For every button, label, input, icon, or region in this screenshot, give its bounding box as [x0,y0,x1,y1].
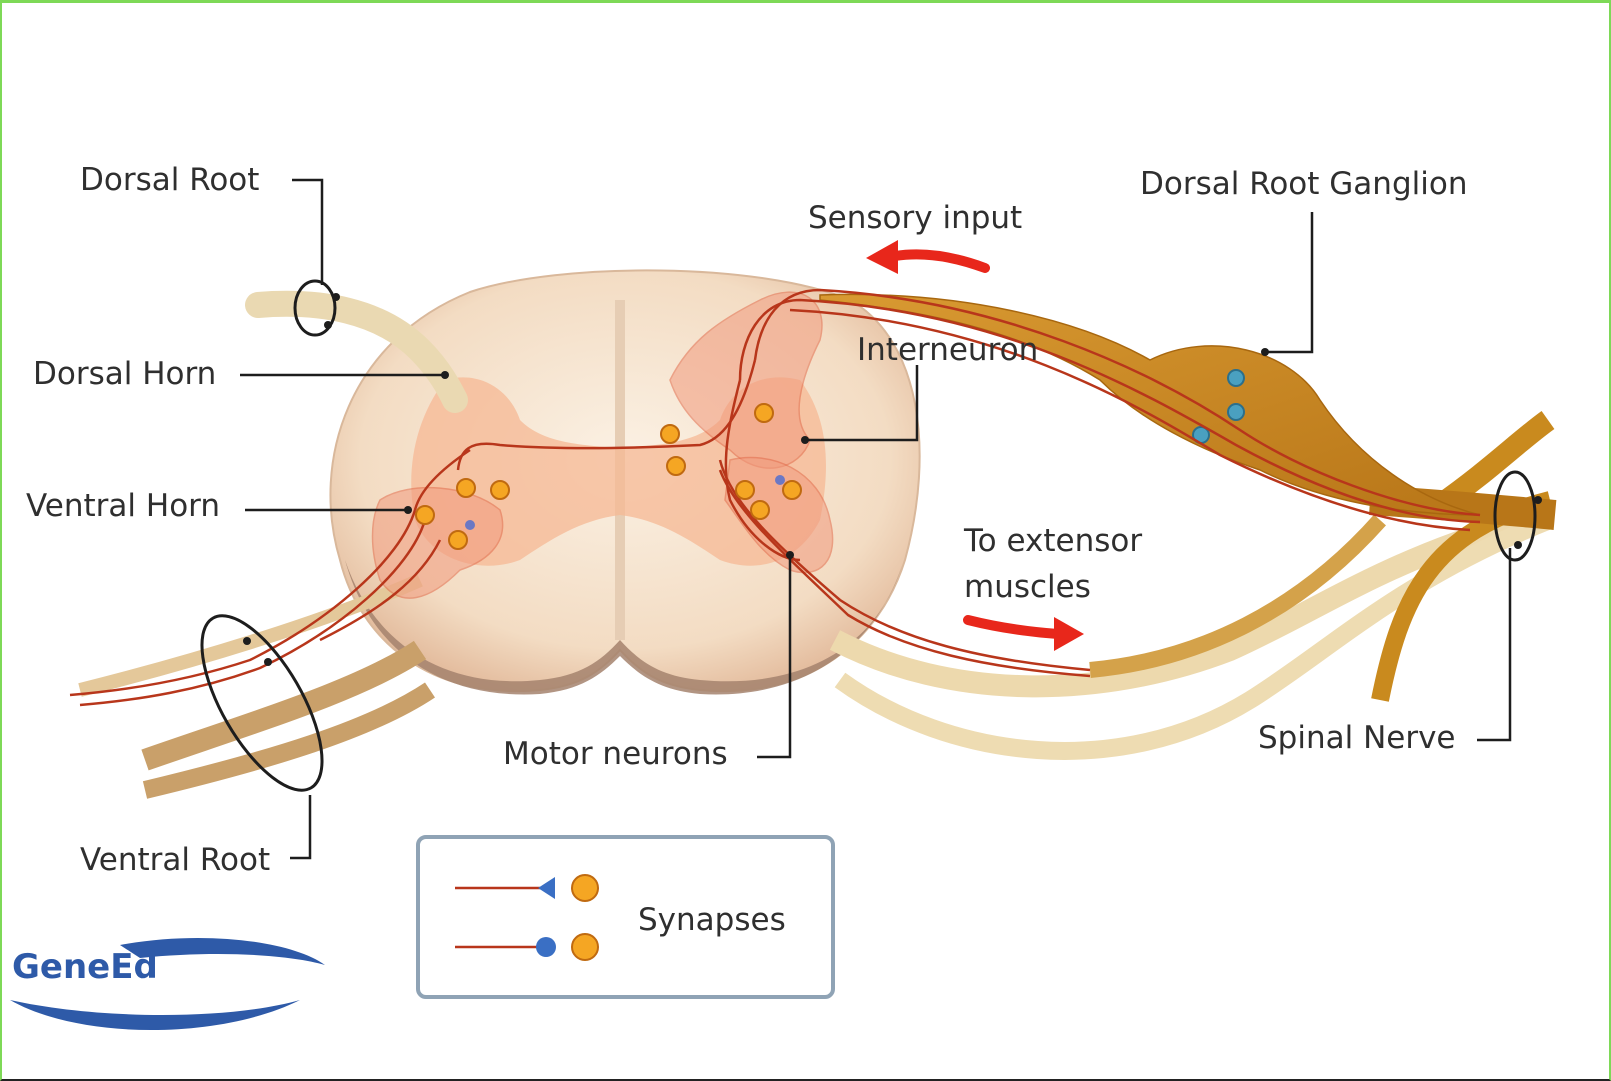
extensor-arrow [968,617,1084,651]
label-dorsal-horn: Dorsal Horn [33,356,216,392]
ganglion-cell [1228,370,1244,386]
geneed-logo: GeneEd [10,938,325,1030]
label-sensory-input: Sensory input [808,200,1022,236]
synapse-bouton-icon [572,934,598,960]
synapse-legend: Synapses [418,837,833,997]
label-to-extensor-line2: muscles [964,569,1091,605]
label-motor-neurons: Motor neurons [503,736,728,772]
legend-label-synapses: Synapses [638,902,786,938]
sensory-input-arrow [866,240,985,274]
logo-text: GeneEd [12,947,158,987]
ganglion-cell [1228,404,1244,420]
label-interneuron: Interneuron [857,332,1038,368]
label-dorsal-root: Dorsal Root [80,162,259,198]
synapse-knob-icon [536,937,556,957]
label-to-extensor-line1: To extensor [963,523,1142,559]
label-ventral-horn: Ventral Horn [26,488,220,524]
label-dorsal-root-ganglion: Dorsal Root Ganglion [1140,166,1467,202]
spinal-nerve-branches [835,420,1555,751]
synapse-bouton-icon [572,875,598,901]
label-spinal-nerve: Spinal Nerve [1258,720,1456,756]
label-ventral-root: Ventral Root [80,842,270,878]
